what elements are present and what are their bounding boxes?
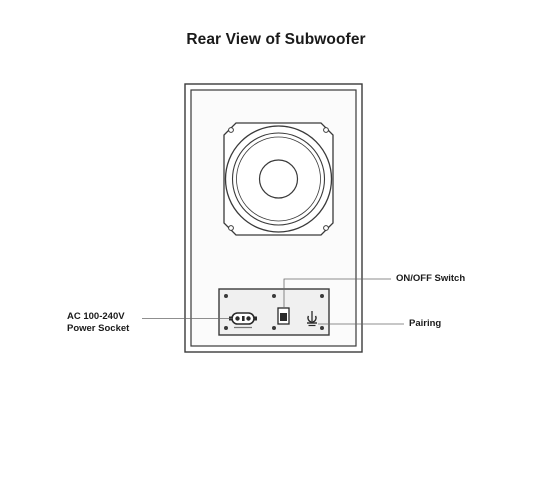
subwoofer-driver xyxy=(223,122,334,236)
switch-leader xyxy=(283,278,391,308)
leader-lines xyxy=(142,278,404,325)
mounting-screw xyxy=(323,127,329,133)
power-socket-label: AC 100-240V Power Socket xyxy=(67,311,129,335)
mounting-screw xyxy=(323,225,329,231)
pairing-button xyxy=(307,311,317,327)
panel-screw xyxy=(320,294,324,298)
panel-screw xyxy=(272,326,276,330)
diagram-title: Rear View of Subwoofer xyxy=(186,31,366,48)
mounting-screw xyxy=(228,127,234,133)
dust-cap xyxy=(258,159,299,199)
pairing-label: Pairing xyxy=(409,318,442,329)
panel-screw xyxy=(320,326,324,330)
power-socket xyxy=(229,312,257,329)
switch-label: ON/OFF Switch xyxy=(396,273,466,284)
panel-screw xyxy=(224,294,228,298)
panel-screw xyxy=(224,326,228,330)
power-switch xyxy=(277,307,290,325)
power-socket-label-line1: AC 100-240V xyxy=(67,311,125,322)
panel-screw xyxy=(272,294,276,298)
mounting-screw xyxy=(228,225,234,231)
power-socket-label-line2: Power Socket xyxy=(67,323,130,334)
